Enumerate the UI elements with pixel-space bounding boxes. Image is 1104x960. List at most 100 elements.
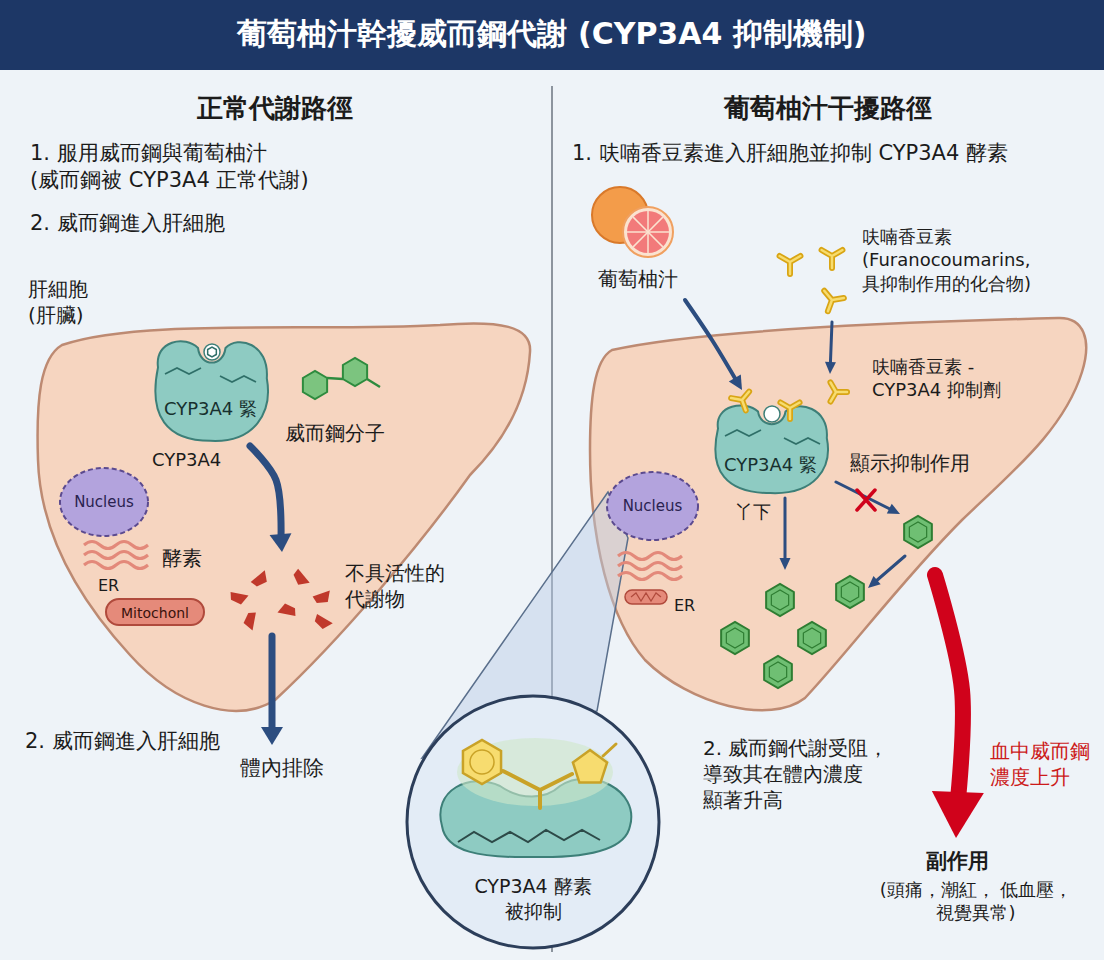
nucleus-shape	[60, 468, 148, 536]
step-note-wrap: 1. 呋喃香豆素進入肝細胞並抑制 CYP3A4 酵素	[572, 140, 1008, 167]
er-membrane	[631, 593, 661, 601]
juice-label-wrap: 葡萄柚汁	[598, 266, 678, 292]
uptake-arrow	[685, 300, 737, 382]
step-note: 1. 呋喃香豆素進入肝細胞並抑制 CYP3A4 酵素	[572, 140, 1008, 167]
furanocoumarin-icon	[731, 392, 755, 414]
furanocoumarin-icon	[822, 250, 843, 268]
enzyme-label-wrap: 酵素	[162, 545, 202, 571]
concentration-arrow	[932, 575, 984, 838]
molecule-label: 威而鋼分子	[285, 420, 385, 446]
side-effect-list: (頭痛，潮紅， 低血壓，視覺異常)	[862, 878, 1090, 925]
side-effect-heading: 副作用	[926, 848, 989, 875]
blocked-arrow	[836, 482, 900, 514]
furanocoumarin-icon	[780, 256, 801, 274]
furanocoumarin-icon	[822, 250, 843, 268]
furanocoumarin-icon	[780, 256, 801, 274]
metabolite-label: 不具活性的 代謝物	[345, 560, 460, 612]
grapefruit-icon	[627, 231, 648, 233]
step-note-wrap: 2. 威而鋼進入肝細胞	[30, 210, 225, 237]
sildenafil-molecules	[909, 522, 926, 542]
block-cross	[857, 490, 875, 510]
concentration-label: 血中威而鋼 濃度上升	[990, 738, 1098, 790]
mitochondrion-text-wrap: Mitochonl	[105, 603, 205, 622]
enzyme: CYP3A4 緊	[708, 400, 833, 495]
zoom-circle: CYP3A4 酵素 被抑制	[405, 694, 661, 950]
organelle-label: ER	[674, 596, 695, 617]
sildenafil-molecule	[327, 378, 343, 379]
panel-heading: 正常代謝路徑	[197, 92, 353, 126]
organelle-label-wrap: ER	[98, 576, 119, 597]
er-membrane	[84, 542, 148, 569]
step-note-wrap: 2. 威而鋼代謝受阻， 導致其在體內濃度 顯著升高	[703, 735, 903, 813]
step-note: 2. 威而鋼代謝受阻， 導致其在體內濃度 顯著升高	[703, 735, 903, 813]
er-membrane	[618, 553, 682, 605]
step-note: 2. 威而鋼進入肝細胞	[30, 210, 225, 237]
title-bar	[0, 0, 1104, 70]
furanocoumarin-icon	[822, 382, 847, 406]
uptake-arrow	[729, 374, 742, 390]
glyph-label: 丫下	[735, 500, 771, 523]
blocked-arrow	[887, 504, 900, 514]
er-membrane	[625, 590, 667, 604]
uptake-arrow	[685, 300, 742, 390]
grapefruit-icon	[627, 211, 669, 253]
bound-sildenafil	[208, 347, 217, 357]
organelle-label-wrap: ER	[674, 596, 695, 617]
liver-shape	[20, 270, 540, 715]
step-note-wrap: 1. 服用威而鋼與葡萄柚汁 (威而鋼被 CYP3A4 正常代謝)	[30, 140, 340, 195]
er-membrane	[84, 562, 148, 569]
furanocoumarin-icon	[780, 403, 799, 420]
metabolism-arrow	[270, 533, 292, 552]
compound-label-wrap: 呋喃香豆素 (Furanocoumarins, 具抑制作用的化合物)	[862, 225, 1094, 295]
enzyme-label: CYP3A4	[152, 448, 221, 471]
furanocoumarin-icon	[731, 392, 755, 414]
liver-label: 肝細胞 (肝臟)	[28, 276, 128, 328]
concentration-arrow	[935, 575, 963, 806]
excretion-arrow	[269, 636, 276, 732]
metabolite-label-wrap: 不具活性的 代謝物	[345, 560, 460, 612]
title: 葡萄柚汁幹擾威而鋼代謝 (CYP3A4 抑制機制)	[237, 14, 866, 53]
grapefruit-icon	[633, 217, 648, 232]
inactive-metabolites	[228, 589, 249, 605]
zoom-detail	[573, 750, 607, 783]
binding-arrow	[825, 322, 836, 374]
mitochondrion-label: Mitochonl	[121, 604, 189, 622]
blocked-arrow	[784, 498, 787, 562]
inactive-metabolites	[291, 567, 310, 588]
furanocoumarin-icon	[818, 291, 844, 315]
sildenafil-molecules	[721, 516, 932, 688]
sildenafil-molecules	[841, 582, 858, 602]
mitochondrion-shape	[106, 599, 204, 625]
concentration-arrow	[932, 791, 984, 838]
panel-heading-wrap: 正常代謝路徑	[75, 92, 475, 126]
sildenafil-molecules	[904, 516, 932, 548]
binding-arrow	[830, 322, 832, 366]
enzyme-shape	[155, 341, 268, 441]
sildenafil-molecules	[803, 628, 820, 648]
step-note: 1. 服用威而鋼與葡萄柚汁 (威而鋼被 CYP3A4 正常代謝)	[30, 140, 340, 195]
er-membrane	[618, 563, 682, 570]
zoom-detail	[503, 771, 572, 808]
nucleus-label: Nucleus	[74, 493, 134, 513]
excretion-label: 體內排除	[240, 755, 324, 782]
juice-label: 葡萄柚汁	[598, 266, 678, 292]
organelle-label: ER	[98, 576, 119, 597]
excretion-arrow	[261, 727, 283, 745]
excretion-arrow	[261, 636, 283, 745]
metabolism-arrow	[250, 446, 291, 552]
inactive-metabolites	[277, 602, 298, 618]
sildenafil-molecule	[303, 371, 327, 399]
zoom-circle-shape	[407, 696, 659, 948]
enzyme-label: 酵素	[162, 545, 202, 571]
nucleus-text-wrap: Nucleus	[605, 496, 700, 517]
bound-inhibitor	[725, 406, 820, 444]
grapefruit-icon	[648, 217, 663, 232]
bound-inhibitor	[725, 430, 820, 444]
sildenafil-molecule	[303, 358, 380, 399]
effect-label-wrap: 顯示抑制作用	[850, 450, 970, 476]
bound-sildenafil	[165, 344, 256, 382]
zoom-detail	[470, 750, 494, 774]
furanocoumarin-icon	[780, 403, 799, 420]
nucleus-shape	[607, 472, 698, 540]
